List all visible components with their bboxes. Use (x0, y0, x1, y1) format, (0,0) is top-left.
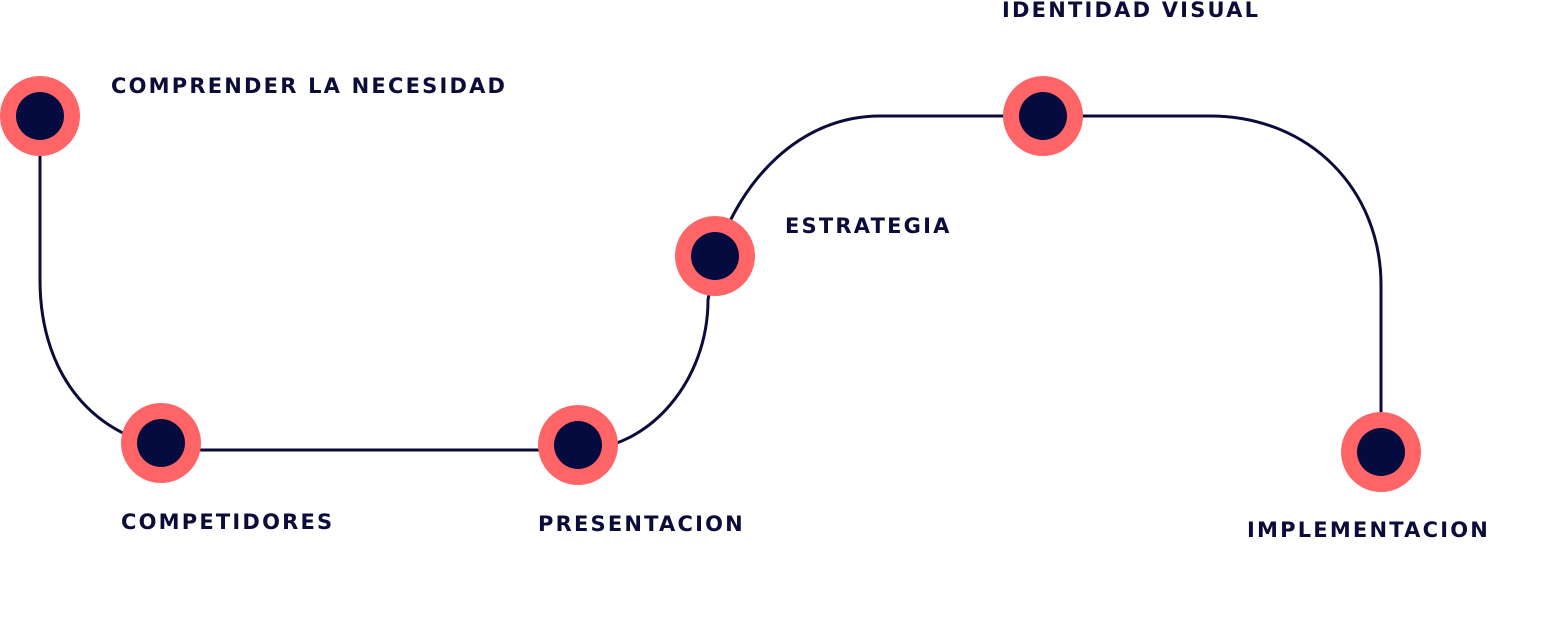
node-dot (691, 232, 739, 280)
step-node-4 (675, 216, 755, 296)
step-node-1 (0, 76, 80, 156)
node-dot (554, 421, 602, 469)
step-label-competidores: COMPETIDORES (121, 510, 335, 534)
step-node-3 (538, 405, 618, 485)
step-node-2 (121, 403, 201, 483)
step-label-identidad-visual: IDENTIDAD VISUAL (1002, 0, 1261, 22)
step-label-comprender-la-necesidad: COMPRENDER LA NECESIDAD (111, 74, 508, 98)
node-dot (137, 419, 185, 467)
step-node-6 (1341, 412, 1421, 492)
node-dot (16, 92, 64, 140)
node-dot (1019, 92, 1067, 140)
step-label-estrategia: ESTRATEGIA (785, 214, 952, 238)
step-node-5 (1003, 76, 1083, 156)
node-dot (1357, 428, 1405, 476)
step-label-presentacion: PRESENTACION (538, 512, 745, 536)
step-label-implementacion: IMPLEMENTACION (1247, 518, 1491, 542)
